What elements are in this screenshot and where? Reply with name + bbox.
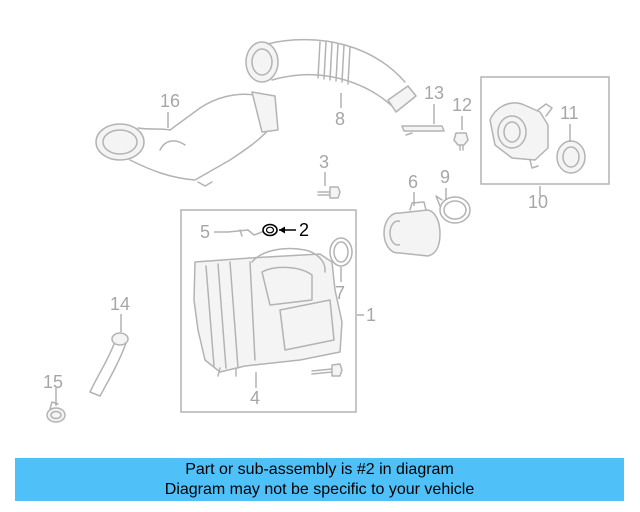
callout-8[interactable]: 8 xyxy=(335,109,345,129)
callout-7[interactable]: 7 xyxy=(335,283,345,303)
callout-13[interactable]: 13 xyxy=(424,83,444,103)
part-1-box xyxy=(180,209,357,413)
part-12-bolt[interactable] xyxy=(453,132,469,151)
part-4-screw[interactable] xyxy=(311,363,343,377)
callout-12[interactable]: 12 xyxy=(452,95,472,115)
parts-diagram: 16 8 13 12 11 10 9 6 3 5 2 7 1 4 14 15 xyxy=(43,38,610,423)
part-14-hose[interactable] xyxy=(89,332,129,397)
banner-line-disclaimer: Diagram may not be specific to your vehi… xyxy=(164,481,475,498)
callout-15[interactable]: 15 xyxy=(43,372,63,392)
part-3-bolt[interactable] xyxy=(317,186,341,199)
part-9-hose-clamp[interactable] xyxy=(435,195,471,224)
callout-numbers: 16 8 13 12 11 10 9 6 3 5 2 7 1 4 14 15 xyxy=(43,83,579,408)
callout-16[interactable]: 16 xyxy=(160,91,180,111)
callout-11[interactable]: 11 xyxy=(560,103,579,123)
part-10-throttle-housing[interactable] xyxy=(489,102,553,169)
part-13-bracket[interactable] xyxy=(401,125,445,136)
part-16-intake-duct[interactable] xyxy=(95,91,279,187)
info-banner: Part or sub-assembly is #2 in diagram Di… xyxy=(15,458,624,501)
callout-6[interactable]: 6 xyxy=(408,172,418,192)
part-2-grommet[interactable] xyxy=(262,223,278,237)
banner-line-part-number: Part or sub-assembly is #2 in diagram xyxy=(185,461,454,478)
part-11-seal-ring[interactable] xyxy=(556,140,586,174)
callout-5[interactable]: 5 xyxy=(200,222,210,242)
callout-10[interactable]: 10 xyxy=(528,192,548,212)
callout-9[interactable]: 9 xyxy=(440,167,450,187)
callout-3[interactable]: 3 xyxy=(319,152,329,172)
leader-lines xyxy=(55,93,571,406)
part-4-air-cleaner-housing[interactable] xyxy=(193,247,343,377)
callout-2[interactable]: 2 xyxy=(299,220,309,240)
part-10-box xyxy=(480,76,610,185)
part-5-wire-clip[interactable] xyxy=(227,229,263,237)
callout-1[interactable]: 1 xyxy=(366,305,376,325)
callout-4[interactable]: 4 xyxy=(250,388,260,408)
part-6-air-mass-sensor[interactable] xyxy=(383,201,441,257)
part-7-seal[interactable] xyxy=(329,237,353,267)
callout-14[interactable]: 14 xyxy=(110,294,130,314)
part-8-intake-tube[interactable] xyxy=(245,38,417,113)
